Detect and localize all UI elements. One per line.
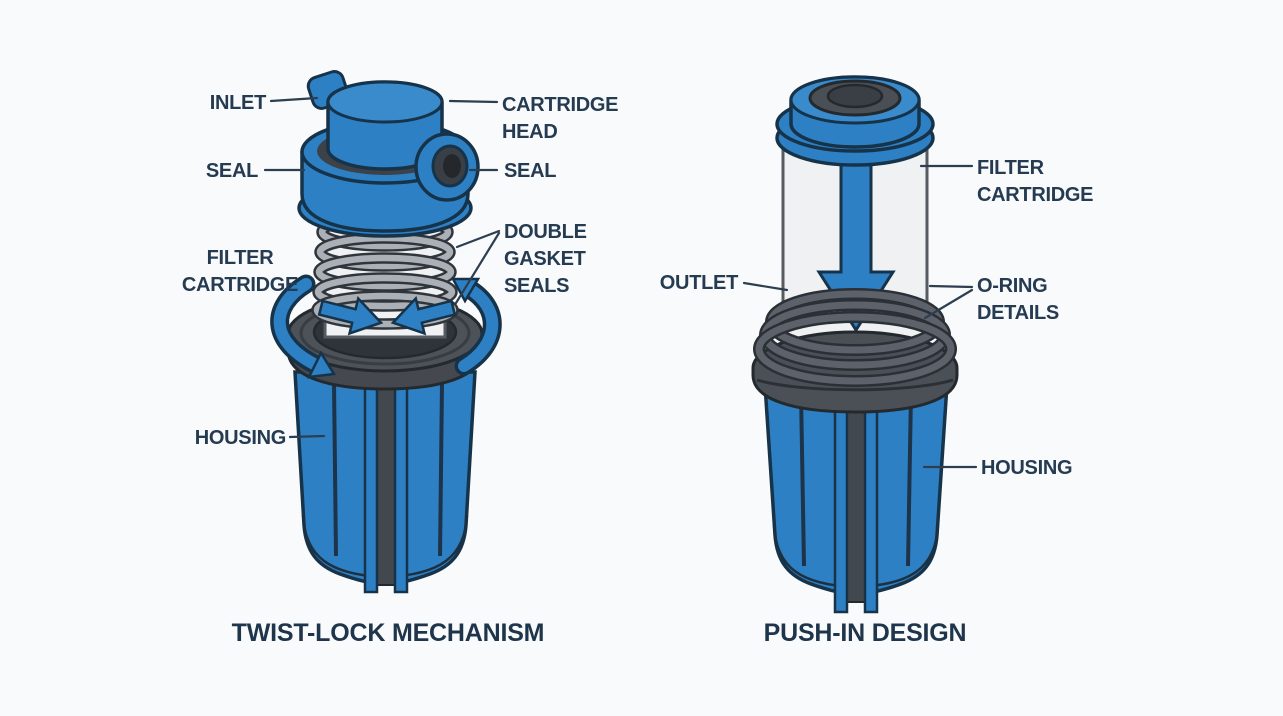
push-in-housing — [763, 383, 949, 614]
outlet-leader-line — [742, 281, 789, 292]
o-ring-leader-line-upper — [928, 284, 974, 289]
housing-center-rib-right — [863, 390, 879, 614]
housing-center-rib-right — [393, 378, 409, 594]
twist-lock-caption: TWIST-LOCK MECHANISM — [231, 619, 545, 647]
inward-arrow-right — [390, 295, 457, 336]
push-in-illustration — [742, 75, 978, 614]
outlet-label: OUTLET — [659, 272, 739, 294]
inward-arrow-left — [317, 295, 384, 336]
inlet-leader-line — [269, 96, 319, 103]
housing-rib-line-left — [799, 391, 806, 567]
housing-right-label: HOUSING — [981, 457, 1073, 479]
rotation-arrowhead-left — [306, 350, 337, 379]
seal-left-label: SEAL — [205, 160, 258, 182]
o-ring-rings — [753, 288, 957, 387]
cap-center-port — [826, 83, 884, 109]
rotation-ribbon-right — [458, 282, 499, 372]
push-in-leader-lines — [742, 164, 978, 469]
housing-left-leader-line — [288, 434, 326, 439]
head-port-hole-inner — [443, 154, 461, 178]
gasket-ring — [316, 234, 454, 270]
rotation-arrows — [270, 274, 502, 379]
housing-left-label: HOUSING — [194, 427, 287, 449]
double-gasket-leader-line-lower — [454, 231, 501, 305]
housing-center-rib-left — [833, 390, 849, 614]
housing-rib-line-left — [332, 381, 338, 557]
o-ring-details-label: O-RING DETAILS — [977, 275, 1059, 324]
rotation-ribbon-left — [273, 278, 324, 372]
cartridge-head-label: CARTRIDGE HEAD — [502, 94, 619, 143]
collar-ridge-line — [756, 378, 954, 392]
housing-rib-line-right — [906, 391, 913, 567]
twist-lock-illustration — [263, 70, 502, 594]
cartridge-head — [297, 70, 480, 238]
push-in-cartridge-cap — [775, 75, 935, 167]
inlet-label: INLET — [209, 92, 267, 114]
twist-lock-housing — [293, 370, 477, 594]
o-ring-leader-line-lower — [923, 288, 974, 320]
push-in-caption: PUSH-IN DESIGN — [763, 619, 967, 647]
double-gasket-leader-line-upper — [455, 229, 501, 249]
filter-cartridge-left-label: FILTER CARTRIDGE — [181, 247, 299, 296]
filter-cartridge-right-label: FILTER CARTRIDGE — [977, 157, 1094, 206]
head-drum-top — [326, 80, 444, 124]
gasket-ring — [314, 274, 456, 310]
cartridge-head-leader-line — [448, 99, 499, 104]
twist-lock-leader-lines — [263, 96, 501, 439]
housing-rib-line-right — [438, 381, 444, 557]
rotation-arrowhead-right — [450, 277, 481, 304]
gasket-ring — [315, 254, 455, 290]
double-gasket-seals-label: DOUBLE GASKET SEALS — [504, 221, 587, 297]
seal-right-label: SEAL — [504, 160, 557, 182]
housing-center-rib-left — [363, 378, 379, 594]
o-ring — [755, 313, 955, 385]
